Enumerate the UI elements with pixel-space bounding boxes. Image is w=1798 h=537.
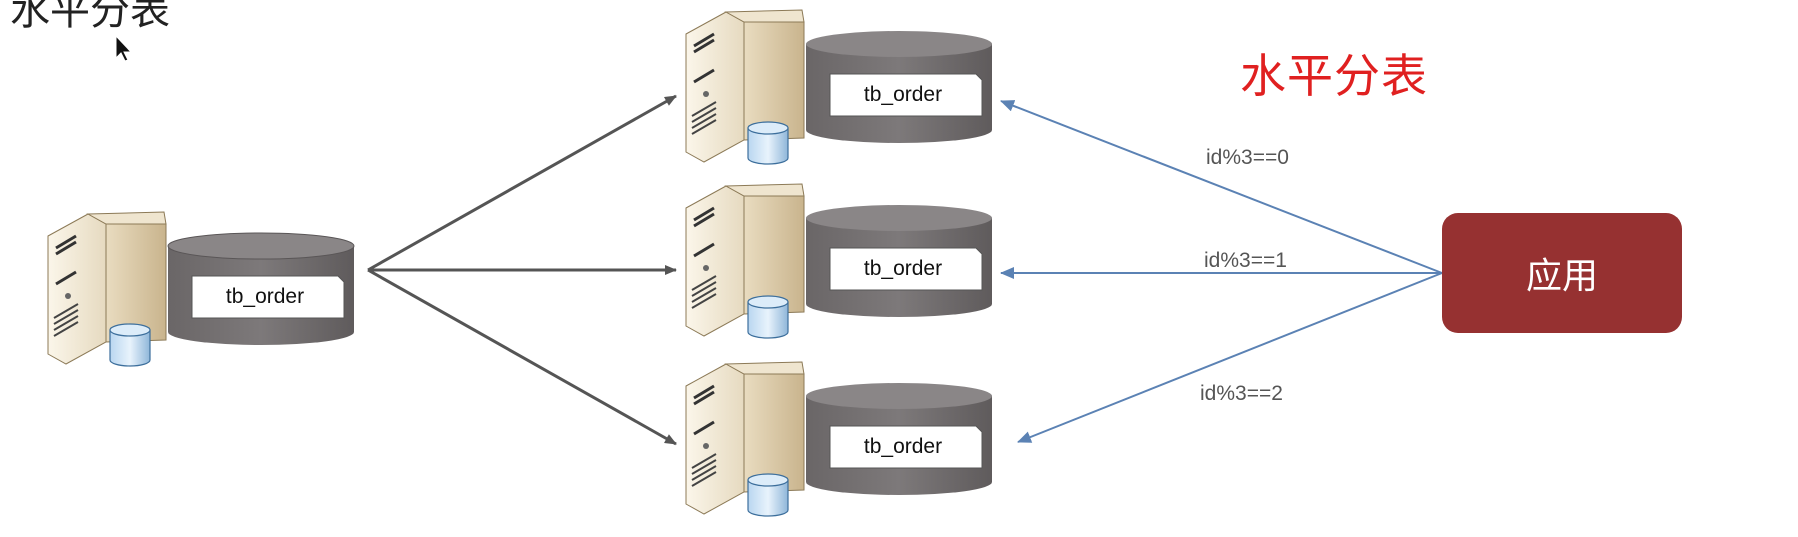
source-db-group	[47, 211, 355, 367]
database-icon	[747, 121, 789, 165]
application-box: 应用	[1442, 213, 1682, 333]
cursor-icon	[115, 34, 133, 62]
shard-db-group-1	[685, 183, 992, 339]
table-card	[829, 73, 983, 117]
application-label: 应用	[1525, 256, 1598, 297]
shard-db-group-2	[685, 361, 992, 517]
shard-table-label-0: tb_order	[863, 83, 943, 106]
database-icon	[109, 323, 151, 367]
split-arrow-top	[367, 94, 677, 272]
route-condition-0: id%3==0	[1206, 146, 1289, 169]
table-card	[829, 425, 983, 469]
database-icon	[747, 473, 789, 517]
split-arrows	[367, 94, 677, 446]
split-arrow-bottom	[367, 268, 677, 446]
route-arrow-0	[1000, 100, 1443, 274]
server-icon	[685, 183, 805, 337]
database-icon	[747, 295, 789, 339]
server-icon	[685, 9, 805, 163]
server-icon	[47, 211, 167, 365]
route-arrows	[1000, 100, 1443, 443]
route-condition-1: id%3==1	[1204, 249, 1287, 272]
route-condition-2: id%3==2	[1200, 382, 1283, 405]
shard-table-label-2: tb_order	[863, 435, 943, 458]
shard-table-label-1: tb_order	[863, 257, 943, 280]
diagram-title: 水平分表	[1240, 49, 1428, 103]
server-icon	[685, 361, 805, 515]
table-card	[191, 275, 345, 319]
shard-db-group-0	[685, 9, 992, 165]
table-card	[829, 247, 983, 291]
route-arrow-2	[1017, 272, 1443, 443]
source-table-label: tb_order	[225, 285, 305, 308]
page-heading: 水平分表	[10, 0, 170, 34]
